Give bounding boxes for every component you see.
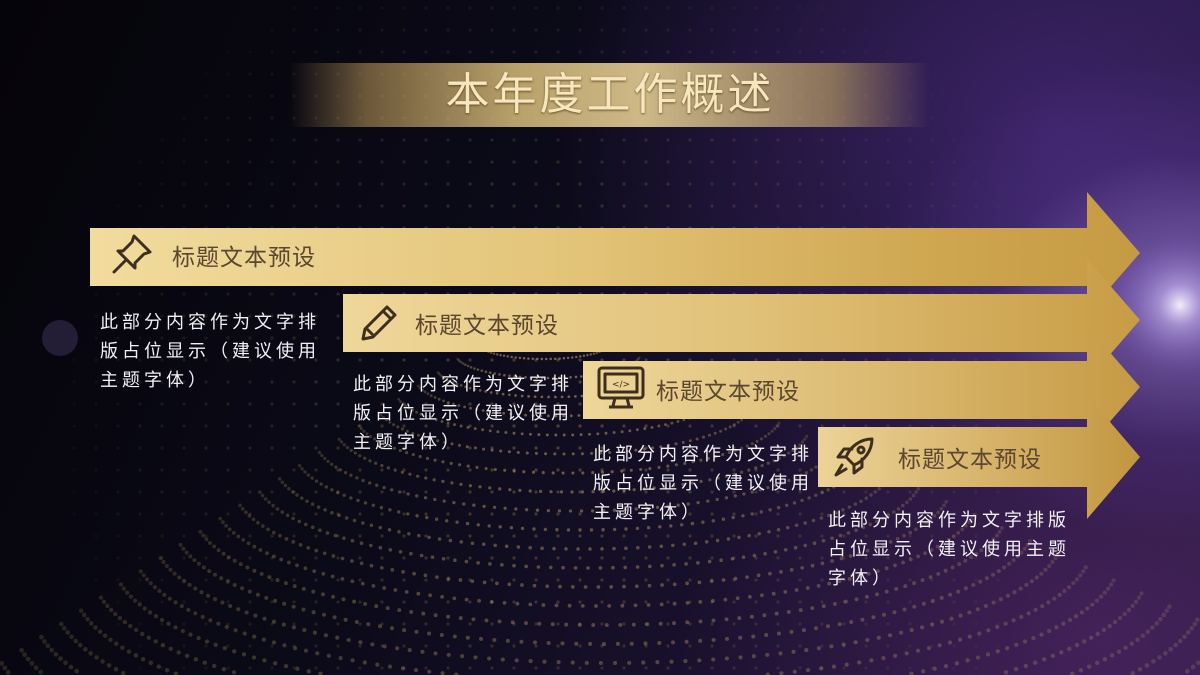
item-description-1: 此部分内容作为文字排版占位显示（建议使用主题字体）	[100, 312, 320, 391]
monitor-code-icon: </>	[597, 366, 645, 410]
arrow-label-3: 标题文本预设	[656, 379, 800, 405]
item-description-4: 此部分内容作为文字排版占位显示（建议使用主题字体）	[828, 510, 1070, 589]
arrow-banner-2: 标题文本预设	[343, 259, 1140, 381]
svg-text:</>: </>	[612, 380, 630, 390]
arrow-label-1: 标题文本预设	[172, 245, 316, 271]
arrow-banner-3: </> 标题文本预设	[583, 326, 1140, 448]
arrow-banner-4: 标题文本预设	[818, 395, 1140, 519]
page-title: 本年度工作概述	[445, 69, 775, 120]
rocket-icon	[832, 435, 876, 479]
pushpin-icon	[110, 232, 154, 276]
item-description-2: 此部分内容作为文字排版占位显示（建议使用主题字体）	[353, 374, 573, 453]
pencil-icon	[357, 299, 401, 343]
arrow-label-2: 标题文本预设	[415, 313, 559, 339]
arrow-label-4: 标题文本预设	[898, 447, 1042, 473]
arrow-banner-1: 标题文本预设	[90, 192, 1140, 314]
item-description-3: 此部分内容作为文字排版占位显示（建议使用主题字体）	[593, 444, 813, 523]
title-band	[290, 63, 930, 127]
